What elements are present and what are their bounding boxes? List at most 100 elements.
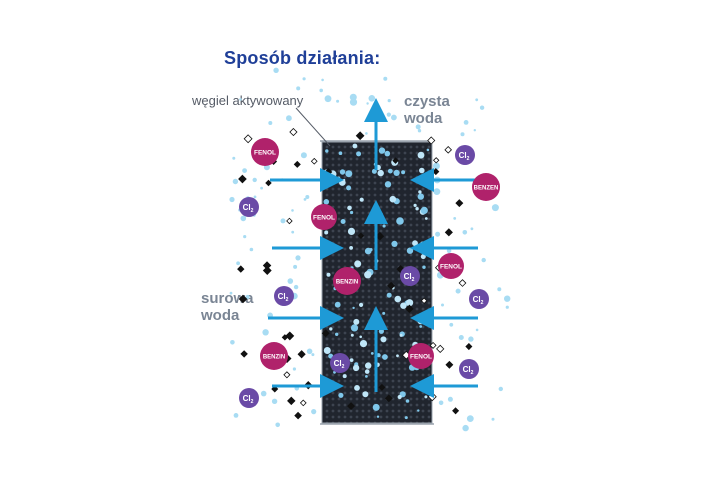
water-bubble [347,205,352,211]
impurity-diamond [392,157,399,164]
water-bubble [335,332,339,336]
phenol-molecule: FENOL [311,204,337,230]
water-bubble [349,358,354,362]
chlorine-subscript: 2 [286,297,289,303]
water-bubble [349,246,353,250]
water-bubble [305,195,310,199]
water-bubble [391,240,398,247]
water-bubble [300,152,307,159]
water-bubble [446,248,452,254]
water-bubble [303,198,307,201]
water-bubble [384,150,391,157]
water-bubble [323,199,330,205]
water-bubble [271,398,278,404]
impurity-diamond [458,279,467,287]
water-bubble [286,115,292,122]
raw-water-label: surowa woda [201,290,254,324]
water-bubble [291,230,295,234]
water-bubble [365,375,368,378]
water-bubble [329,327,333,331]
water-bubble [293,284,299,290]
water-bubble [372,403,380,411]
chlorine-subscript: 2 [251,399,254,405]
water-bubble [243,235,247,239]
water-bubble [311,353,315,357]
water-bubble [232,156,236,160]
chlorine-molecule: Cl2 [459,359,479,379]
raw-water-label-line-1: surowa [201,290,254,307]
impurity-diamond [286,217,293,225]
water-bubble [295,255,301,261]
water-bubble [371,168,377,174]
water-bubble [377,169,384,177]
water-bubble [324,230,329,235]
impurity-diamond [238,174,247,184]
water-bubble [417,193,424,200]
water-bubble [268,121,273,125]
chlorine-molecule: Cl2 [455,145,475,165]
water-bubble [323,347,331,354]
chlorine-label: Cl2 [463,365,474,376]
water-bubble [449,322,454,327]
chlorine-label: Cl2 [278,292,289,303]
water-bubble [350,324,359,332]
water-bubble [424,217,428,220]
water-bubble [386,292,392,298]
water-bubble [336,99,340,103]
impurity-diamond [310,157,318,165]
impurity-diamond [262,261,272,270]
impurity-diamond [427,136,436,145]
water-bubble [253,195,257,199]
water-bubble [350,333,354,337]
water-bubble [382,224,386,228]
water-bubble [466,415,474,422]
impurity-diamond [432,157,440,164]
water-bubble [378,147,386,154]
water-bubble [342,178,346,182]
water-bubble [418,190,422,194]
impurity-diamond [357,232,365,239]
phenol-label: FENOL [440,264,462,271]
water-bubble [273,67,279,74]
benzene-label: BENZEN [474,186,499,192]
water-bubble [319,88,324,93]
water-bubble [339,169,346,175]
chlorine-subscript: 2 [412,277,415,283]
impurity-diamond [387,281,396,290]
chlorine-subscript: 2 [251,208,254,214]
water-bubble [321,78,324,82]
water-bubble [359,335,363,339]
impurity-diamond [287,396,296,406]
impurity-diamond [355,131,365,141]
water-bubble [346,185,352,191]
impurity-diamond [444,146,453,154]
impurity-diamond [262,266,272,275]
water-bubble [491,417,495,421]
water-bubble [394,295,402,303]
water-bubble [460,132,465,137]
water-bubble [229,196,235,203]
impurity-diamond [271,385,279,393]
water-bubble [417,409,420,412]
water-bubble [387,168,393,174]
chlorine-molecule: Cl2 [400,266,420,286]
chlorine-label: Cl2 [404,272,415,283]
impurity-diamond [347,402,356,411]
water-bubble [364,271,372,279]
water-bubble [400,302,407,309]
water-bubble [325,149,329,153]
chlorine-molecule: Cl2 [239,197,259,217]
chlorine-label: Cl2 [459,151,470,162]
impurity-diamond [283,371,291,379]
water-bubble [368,95,376,102]
chlorine-molecule: Cl2 [239,388,259,408]
impurity-diamond [321,329,330,338]
impurity-diamond [429,341,437,349]
water-bubble [233,413,239,418]
water-bubble [498,386,503,392]
diagram-title: Sposób działania: [224,48,381,68]
water-bubble [340,219,346,224]
water-bubble [306,348,313,355]
phenol-molecule: FENOL [438,253,464,279]
